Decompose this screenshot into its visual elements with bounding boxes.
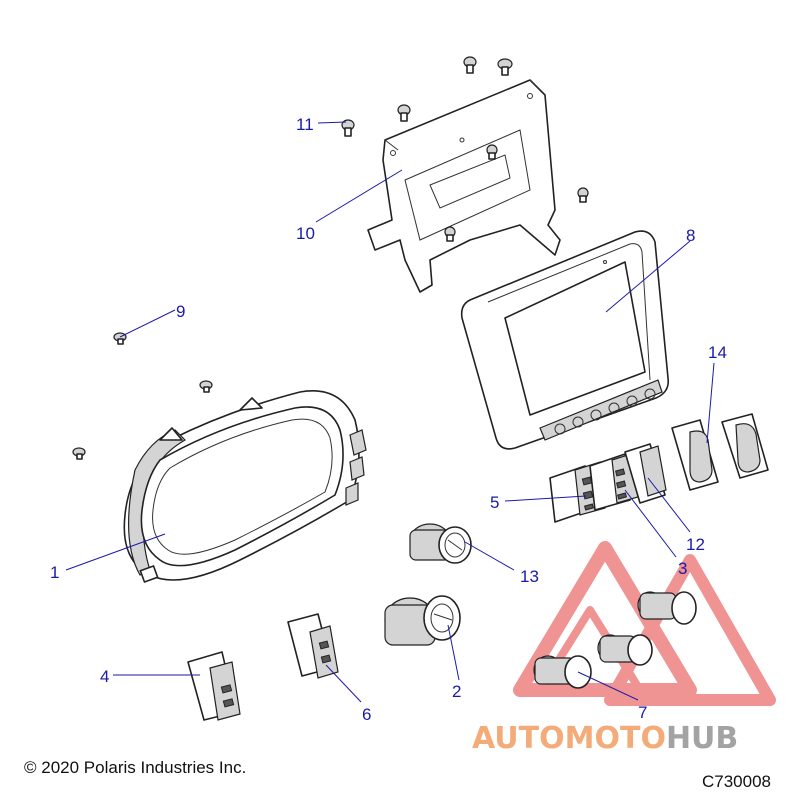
part-switch-blank-14	[671, 419, 719, 491]
callout-9: 9	[176, 302, 185, 321]
callout-10: 10	[296, 224, 315, 243]
socket	[533, 655, 592, 689]
part-switch-blank	[721, 413, 769, 479]
leader-lines	[65, 121, 715, 703]
screw	[199, 380, 213, 393]
part-switch-4	[187, 651, 241, 721]
callout-5: 5	[490, 493, 499, 512]
socket	[597, 634, 653, 666]
callout-13: 13	[520, 567, 539, 586]
watermark-hub: HUB	[666, 721, 738, 756]
callout-4: 4	[100, 667, 109, 686]
display-buttons	[554, 388, 656, 435]
part-display	[460, 230, 670, 450]
callout-labels: 1 2 3 4 5 6 7 8 9 10 11 12 13 14	[50, 115, 727, 724]
part-switch-6	[287, 613, 339, 679]
part-power-socket	[384, 595, 461, 646]
svg-text:AUTOMOTOHUB: AUTOMOTOHUB	[472, 721, 738, 756]
watermark-text: AUTOMOTOHUB	[472, 721, 738, 756]
screw	[577, 187, 589, 203]
callout-6: 6	[362, 705, 371, 724]
part-gauge-cluster	[123, 390, 367, 583]
diagram-code: C730008	[702, 772, 771, 791]
callout-7: 7	[638, 703, 647, 722]
screw	[444, 226, 456, 242]
watermark-auto: AUTO	[472, 721, 565, 756]
watermark-moto: MOTO	[565, 721, 666, 756]
callout-11: 11	[296, 115, 314, 134]
part-switch-3	[589, 451, 642, 511]
callout-1: 1	[50, 563, 59, 582]
part-switch-12	[624, 443, 667, 504]
socket	[637, 591, 697, 625]
callout-3: 3	[678, 559, 687, 578]
part-screws	[72, 56, 589, 460]
screw	[497, 58, 513, 76]
screw	[463, 56, 477, 74]
callout-12: 12	[686, 535, 705, 554]
screw	[486, 144, 498, 160]
part-sockets-7	[533, 591, 697, 689]
part-mounting-bracket	[367, 79, 561, 293]
part-usb-socket	[409, 523, 472, 564]
callout-14: 14	[708, 343, 727, 362]
copyright-text: © 2020 Polaris Industries Inc.	[24, 758, 246, 777]
callout-8: 8	[686, 226, 695, 245]
screw	[397, 104, 411, 122]
callout-2: 2	[452, 682, 461, 701]
screw	[72, 447, 86, 460]
